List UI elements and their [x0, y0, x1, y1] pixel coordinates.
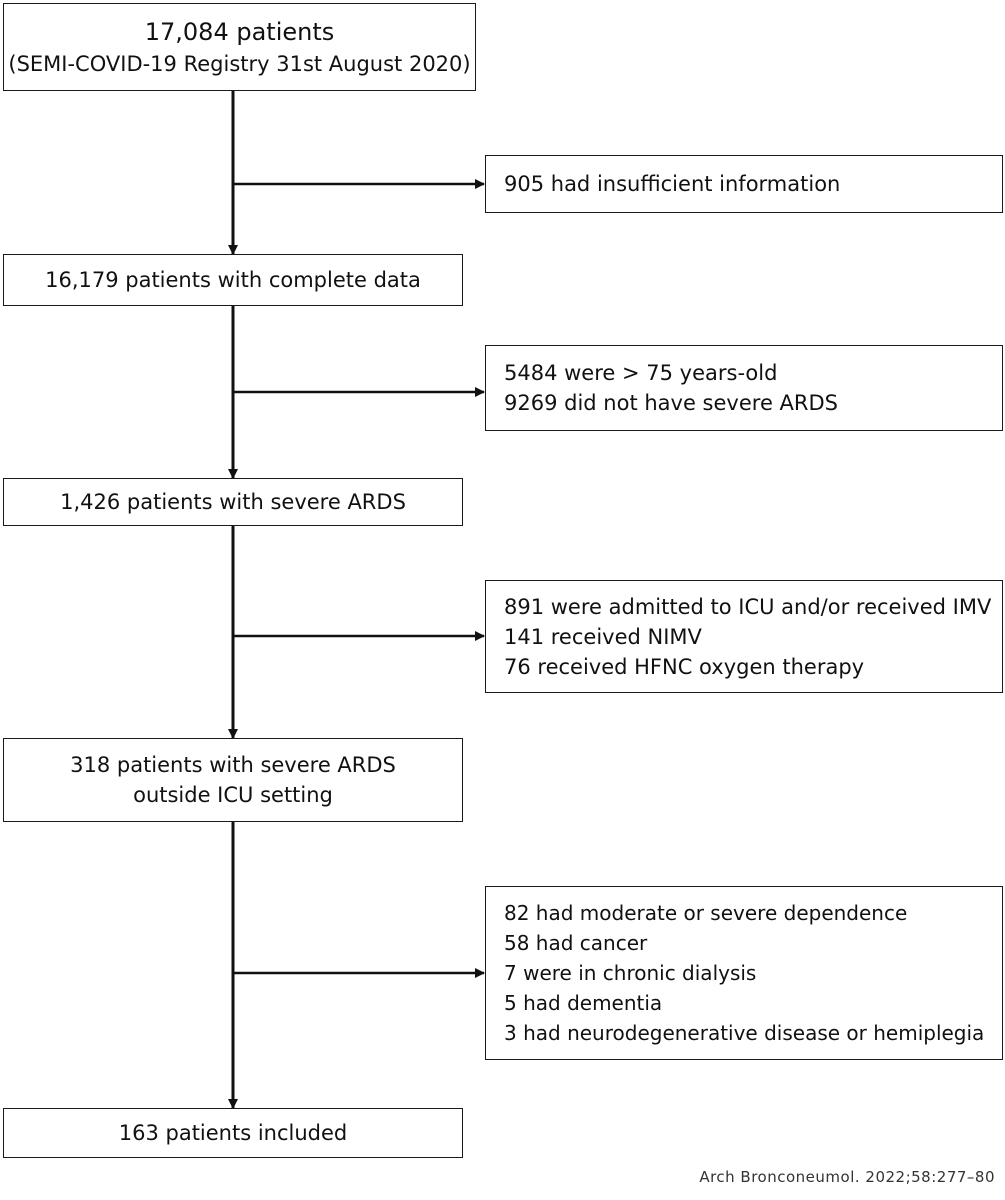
- box-line: 5 had dementia: [504, 991, 663, 1015]
- box-line: 1,426 patients with severe ARDS: [60, 490, 406, 514]
- box-line: 163 patients included: [118, 1121, 348, 1145]
- box-line: 76 received HFNC oxygen therapy: [504, 654, 865, 679]
- box-severe-ards: 1,426 patients with severe ARDS: [3, 478, 463, 526]
- box-line: 318 patients with severe ARDS: [70, 753, 396, 777]
- box-line: (SEMI-COVID-19 Registry 31st August 2020…: [8, 52, 471, 76]
- box-exclusion-comorbidities: 82 had moderate or severe dependence 58 …: [485, 886, 1003, 1060]
- box-line: 7 were in chronic dialysis: [504, 961, 757, 985]
- box-exclusion-insufficient: 905 had insufficient information: [485, 155, 1003, 213]
- box-line: 3 had neurodegenerative disease or hemip…: [504, 1021, 985, 1045]
- box-patients-included: 163 patients included: [3, 1108, 463, 1158]
- box-line: 5484 were > 75 years-old: [504, 361, 778, 385]
- box-registry-patients: 17,084 patients (SEMI-COVID-19 Registry …: [3, 3, 476, 91]
- box-line: 16,179 patients with complete data: [45, 268, 421, 292]
- box-line: outside ICU setting: [133, 783, 333, 807]
- box-line: 82 had moderate or severe dependence: [504, 901, 908, 925]
- box-line: 17,084 patients: [144, 18, 335, 46]
- box-line: 905 had insufficient information: [504, 172, 841, 196]
- box-line: 58 had cancer: [504, 931, 648, 955]
- box-line: 9269 did not have severe ARDS: [504, 391, 838, 415]
- box-exclusion-icu: 891 were admitted to ICU and/or received…: [485, 580, 1003, 693]
- box-line: 891 were admitted to ICU and/or received…: [504, 594, 992, 619]
- journal-citation: Arch Bronconeumol. 2022;58:277–80: [699, 1168, 995, 1186]
- box-exclusion-age-ards: 5484 were > 75 years-old 9269 did not ha…: [485, 345, 1003, 431]
- box-outside-icu: 318 patients with severe ARDS outside IC…: [3, 738, 463, 822]
- box-complete-data: 16,179 patients with complete data: [3, 254, 463, 306]
- box-line: 141 received NIMV: [504, 624, 702, 649]
